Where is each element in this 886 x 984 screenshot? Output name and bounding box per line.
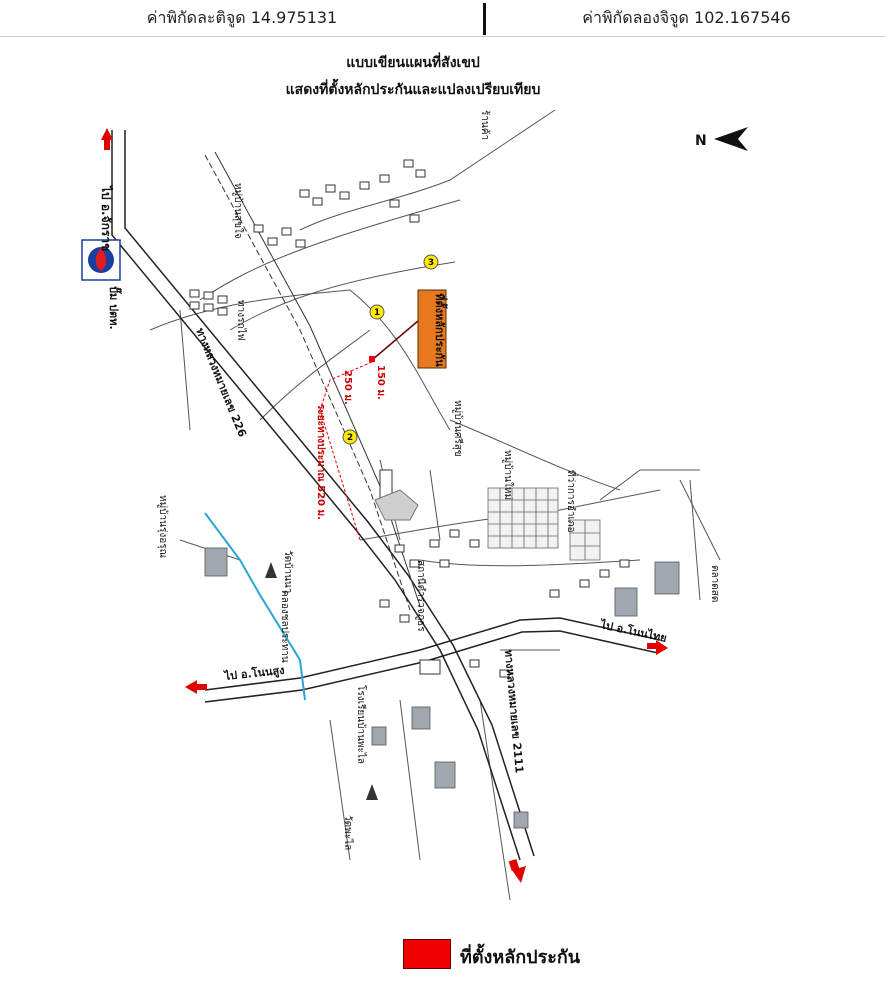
canal-line	[204, 512, 306, 701]
collateral-pointer	[371, 314, 426, 361]
marker-3: 3	[428, 258, 434, 268]
label-school: โรงเรียนบ้านพะไล	[355, 685, 368, 764]
latitude-label: ค่าพิกัดละติจูด 14.975131	[146, 8, 338, 27]
label-village-2: หมู่บ้านสุขใจ	[232, 183, 244, 239]
gas-station-icon	[81, 239, 121, 281]
map-subtitle: แสดงที่ตั้งหลักประกันและแปลงเปรียบเทียบ	[285, 82, 541, 98]
label-distance-3: ระยะทางประมาณ 520 ม.	[315, 404, 327, 520]
building-icons	[204, 547, 680, 829]
collateral-point	[369, 356, 375, 362]
label-village-3: หมู่บ้านศรีสุข	[452, 400, 464, 457]
label-temple: วัดพะไล	[342, 815, 354, 850]
collateral-label: ที่ตั้งหลักประกัน	[433, 293, 448, 367]
label-canal: คลองชลประทาน	[279, 590, 290, 663]
label-highway-2111: ทางหลวงหมายเลข 2111	[502, 649, 526, 774]
label-police: สถานีตำรวจภูธร	[415, 560, 427, 632]
label-market: ตลาดสด	[709, 565, 720, 602]
marker-1: 1	[374, 308, 380, 318]
label-distance-2: 250 ม.	[342, 370, 353, 405]
label-distance-1: 150 ม.	[375, 365, 386, 400]
label-village-4: หมู่บ้านใหม่	[502, 450, 514, 500]
label-railway: ทางรถไฟ	[235, 300, 247, 341]
label-gas-station: ปั๊ม ปตท.	[107, 286, 122, 330]
highway-2111	[204, 617, 661, 703]
label-temple-2: วัดบ้านนา	[282, 550, 294, 593]
pond-shape	[374, 489, 419, 521]
label-shop: ร้านค้า	[479, 110, 491, 140]
north-label: N	[695, 133, 707, 149]
label-village-1: หมู่บ้านรุ่งอรุณ	[157, 495, 169, 558]
label-to-ban: ไป อ.โนนไทย	[597, 617, 668, 645]
label-to-chakkarat: ไป อ.จักราช	[99, 184, 114, 251]
marker-2: 2	[347, 433, 353, 443]
route-to-collateral	[319, 361, 373, 541]
collateral-marker: ที่ตั้งหลักประกัน	[417, 289, 448, 369]
coordinate-divider	[483, 3, 486, 35]
legend-label: ที่ตั้งหลักประกัน	[460, 947, 581, 968]
legend-swatch	[403, 939, 451, 969]
building-blocks	[189, 159, 630, 678]
highway-226	[111, 130, 535, 861]
longitude-label: ค่าพิกัดลองจิจูด 102.167546	[582, 8, 791, 27]
label-district-office: ที่ว่าการอำเภอ	[565, 470, 579, 533]
map-title: แบบเขียนแผนที่สังเขป	[346, 55, 480, 71]
comparison-markers: 1 2 3	[342, 254, 439, 445]
temple-icons	[265, 562, 378, 800]
coordinate-bar: ค่าพิกัดละติจูด 14.975131 ค่าพิกัดลองจิจ…	[0, 0, 886, 37]
north-arrow-icon: N	[695, 127, 748, 151]
housing-grid	[487, 487, 601, 561]
direction-arrows	[101, 128, 668, 883]
